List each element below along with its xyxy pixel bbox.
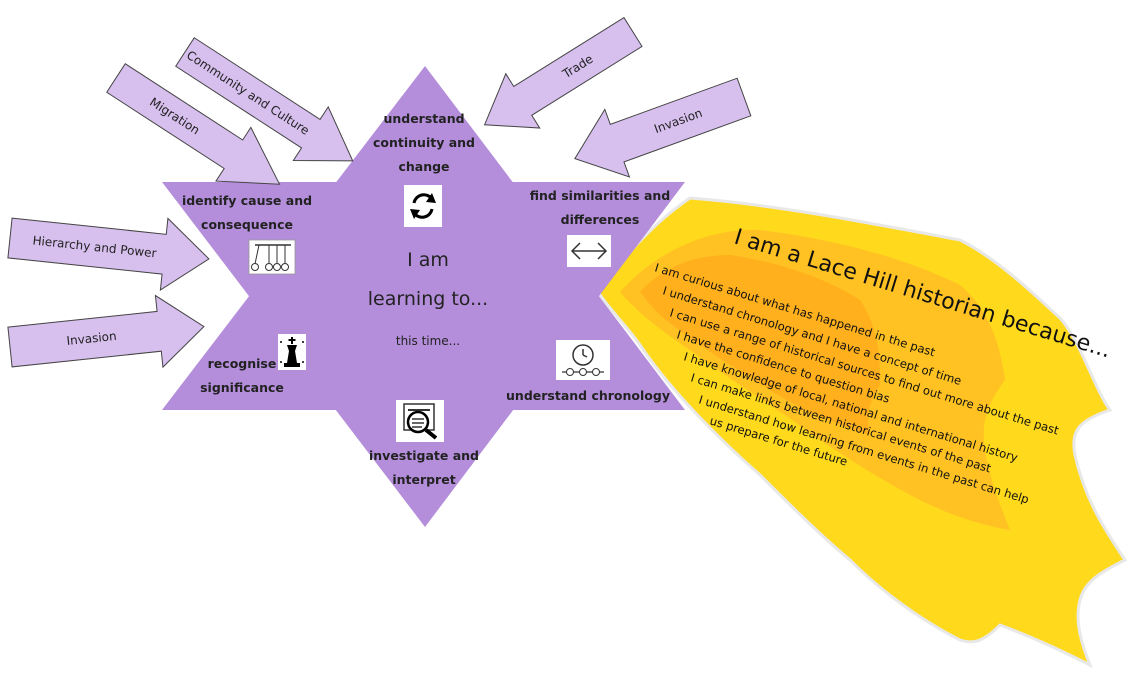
comet-tail-inner: [640, 255, 880, 435]
label-continuity-line1: understand: [383, 111, 464, 126]
label-similarities-line2: differences: [561, 212, 640, 227]
arrow-invasion-right: Invasion: [574, 77, 752, 178]
label-similarities-line1: find similarities and: [530, 188, 670, 203]
label-investigate-line2: interpret: [392, 472, 455, 487]
label-continuity-line2: continuity and: [373, 135, 475, 150]
label-significance-line1: recognise: [208, 356, 277, 371]
label-investigate-line1: investigate and: [369, 448, 479, 463]
comet-tail: [596, 196, 1128, 669]
clock-timeline-icon: [556, 340, 610, 380]
arrow-label-invasion-left: Invasion: [66, 329, 117, 348]
label-continuity-line3: change: [398, 159, 449, 174]
chess-king-icon: [278, 334, 306, 370]
double-arrow-icon: [567, 235, 611, 267]
label-cause-line2: consequence: [201, 217, 293, 232]
center-subtitle: this time...: [396, 334, 460, 348]
center-title-line2: learning to...: [368, 288, 488, 310]
arrow-trade: Trade: [483, 16, 643, 129]
label-significance-line2: significance: [200, 380, 284, 395]
newtons-cradle-icon: [248, 239, 296, 275]
arrow-invasion-left: Invasion: [7, 294, 205, 369]
label-cause-line1: identify cause and: [182, 193, 312, 208]
label-chronology: understand chronology: [506, 388, 670, 403]
cycle-arrows-icon: [404, 185, 442, 227]
star-labels: understand continuity and change identif…: [182, 111, 670, 487]
magnifying-glass-icon: [396, 400, 444, 442]
arrow-hierarchy-power: Hierarchy and Power: [7, 217, 210, 291]
center-title-line1: I am: [407, 249, 449, 271]
